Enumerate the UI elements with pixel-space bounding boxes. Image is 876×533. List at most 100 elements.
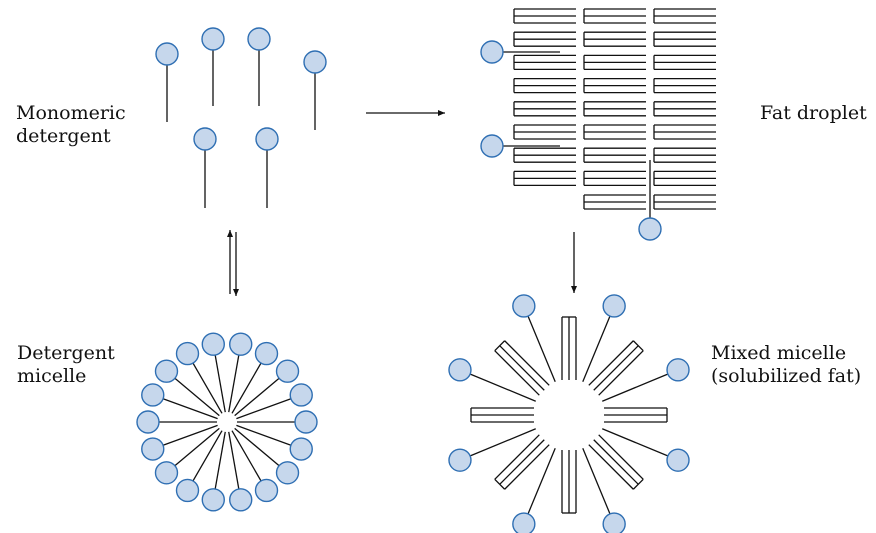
fat-molecule-icon (583, 54, 646, 71)
fat-bundle-end (494, 340, 506, 352)
fat-chain (598, 434, 644, 480)
detergent-head-icon (666, 358, 690, 382)
mixed-label-line2: (solubilized fat) (711, 365, 862, 387)
detergent-head-icon (289, 383, 313, 407)
equilibrium-arrows-icon (227, 230, 239, 296)
fat-molecule-icon (513, 147, 576, 163)
detergent-head-icon (289, 437, 313, 461)
detergent-molecule-icon (303, 50, 327, 130)
detergent-head-icon (275, 461, 300, 485)
detergent-head-icon (480, 40, 504, 64)
fat-molecule-icon (604, 407, 668, 423)
detergent-head-icon (638, 217, 662, 241)
detergent-molecule-icon (247, 27, 271, 106)
detergent-head-icon (480, 134, 504, 158)
detergent-tail (523, 305, 556, 382)
fat-chain (494, 350, 540, 396)
fat-molecule-icon (653, 194, 716, 210)
detergent-head-icon (254, 341, 279, 366)
monomeric-detergent-label: Monomeric detergent (16, 102, 126, 148)
detergent-head-icon (255, 127, 279, 151)
detergent-head-icon (175, 341, 200, 366)
detergent-head-icon (154, 461, 179, 485)
fat-chain (598, 350, 644, 396)
fat-chain (593, 345, 639, 391)
detergent-molecule-icon (231, 430, 279, 503)
fat-molecule-icon (513, 124, 576, 140)
fat-molecule-icon (653, 77, 716, 94)
fat-molecule-icon (583, 31, 646, 47)
detergent-molecule-icon (480, 134, 560, 158)
detergent-head-icon (136, 410, 160, 434)
fat-molecule-icon (653, 54, 716, 71)
fat-molecule-icon (583, 101, 646, 117)
detergent-molecule-icon (255, 127, 279, 208)
monomeric-label-line1: Monomeric (16, 102, 126, 124)
mixed-micelle-group (448, 294, 690, 533)
fat-molecule-icon (513, 54, 576, 71)
fat-molecule-icon (653, 31, 716, 47)
detergent-tail (459, 428, 536, 461)
detergent-molecule-icon (201, 431, 226, 512)
detergent-molecule-icon (228, 332, 253, 413)
fat-chain (588, 444, 634, 490)
fat-droplet-label: Fat droplet (760, 102, 867, 125)
detergent-tail (459, 369, 536, 402)
detergent-head-icon (201, 27, 225, 51)
fat-molecule-icon (561, 316, 577, 380)
fat-bundle-end (494, 478, 506, 490)
fat-bundle-end (632, 340, 644, 352)
fat-molecule-icon (470, 407, 534, 423)
detergent-tail (523, 448, 556, 525)
detergent-tail (602, 428, 679, 461)
fat-molecule-icon (513, 77, 576, 94)
detergent-molecule-icon (154, 427, 220, 485)
detergent-molecule-icon (228, 431, 253, 512)
detergent-head-icon (294, 410, 318, 434)
detergent-molecule-icon (154, 359, 220, 417)
detergent-molecule-icon (448, 428, 536, 472)
detergent-molecule-icon (141, 424, 218, 461)
detergent-head-icon (247, 27, 271, 51)
monomeric-label-line2: detergent (16, 125, 111, 147)
detergent-molecule-icon (480, 40, 560, 64)
fat-chain (499, 439, 545, 485)
detergent-molecule-icon (234, 359, 300, 417)
detergent-molecule-icon (602, 358, 690, 402)
detergent-head-icon (448, 358, 472, 382)
detergent-molecule-icon (193, 127, 217, 208)
detergent-head-icon (254, 478, 279, 503)
detergent-label-line1: Detergent (17, 342, 115, 364)
fat-molecule-icon (653, 8, 716, 24)
detergent-molecule-icon (236, 383, 313, 420)
detergent-molecule-icon (236, 424, 313, 461)
detergent-molecule-icon (155, 42, 179, 122)
detergent-head-icon (141, 383, 165, 407)
detergent-label-line2: micelle (17, 365, 87, 387)
detergent-micelle-group (136, 332, 318, 512)
detergent-head-icon (154, 359, 179, 383)
fat-molecule-icon (494, 340, 550, 396)
fat-droplet-label-text: Fat droplet (760, 102, 867, 124)
detergent-molecule-icon (201, 332, 226, 413)
fat-molecule-icon (583, 194, 646, 210)
detergent-molecule-icon (638, 160, 662, 241)
fat-molecule-icon (513, 31, 576, 47)
detergent-head-icon (512, 294, 536, 318)
detergent-head-icon (512, 512, 536, 533)
detergent-head-icon (201, 488, 225, 512)
fat-molecule-icon (583, 77, 646, 94)
detergent-micelle-label: Detergent micelle (17, 342, 115, 388)
detergent-head-icon (448, 448, 472, 472)
detergent-head-icon (229, 488, 253, 512)
detergent-tail (602, 369, 679, 402)
detergent-tail (582, 305, 615, 382)
detergent-head-icon (141, 437, 165, 461)
fat-molecule-icon (653, 147, 716, 163)
detergent-tail (582, 448, 615, 525)
fat-molecule-icon (653, 101, 716, 117)
detergent-head-icon (229, 332, 253, 356)
arrows-group (227, 110, 577, 296)
fat-molecule-icon (653, 124, 716, 140)
detergent-head-icon (155, 42, 179, 66)
